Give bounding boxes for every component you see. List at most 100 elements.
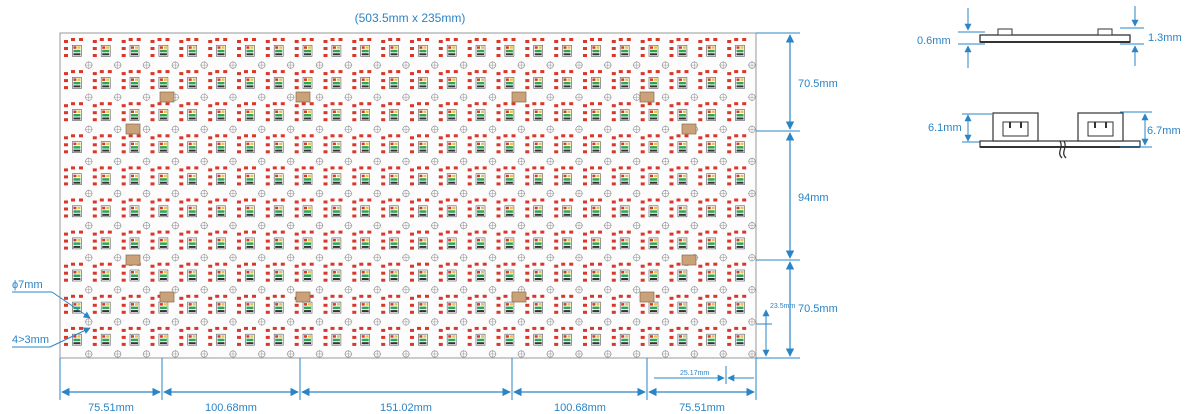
panel-connector bbox=[295, 91, 311, 103]
led-pixel bbox=[237, 134, 266, 166]
led-pixel bbox=[467, 230, 497, 262]
led-pixel bbox=[467, 262, 497, 294]
led-pixel bbox=[265, 262, 295, 294]
hole-diameter-label: ϕ7mm bbox=[12, 279, 43, 291]
led-pixel bbox=[583, 294, 612, 326]
led-pixel bbox=[237, 198, 266, 230]
led-pixel bbox=[438, 230, 468, 262]
led-pixel bbox=[669, 326, 699, 358]
led-pixel bbox=[64, 198, 93, 230]
panel-connector bbox=[125, 123, 141, 135]
led-pixel bbox=[237, 326, 266, 358]
led-pixel bbox=[410, 38, 439, 70]
led-pixel bbox=[352, 326, 382, 358]
led-pixel bbox=[496, 166, 526, 198]
led-pixel bbox=[64, 294, 93, 326]
led-pixel bbox=[265, 198, 295, 230]
led-pixel bbox=[410, 198, 439, 230]
led-pixel bbox=[554, 134, 583, 166]
led-pixel bbox=[64, 70, 93, 102]
led-pixel bbox=[323, 198, 353, 230]
dim-bottom-3: 151.02mm bbox=[380, 402, 432, 414]
led-pixel bbox=[121, 102, 151, 134]
led-pixel bbox=[554, 294, 583, 326]
led-pixel bbox=[237, 230, 266, 262]
led-pixel bbox=[698, 70, 728, 102]
led-pixel bbox=[150, 326, 180, 358]
dim-pitch-horizontal: 25.17mm bbox=[680, 370, 709, 377]
led-pixel bbox=[237, 166, 266, 198]
led-pixel bbox=[467, 166, 497, 198]
led-pixel bbox=[265, 294, 295, 326]
led-pixel bbox=[323, 262, 353, 294]
led-pixel bbox=[410, 166, 439, 198]
led-pixel bbox=[525, 134, 555, 166]
led-pixel bbox=[208, 198, 237, 230]
led-pixel bbox=[525, 70, 555, 102]
led-pixel bbox=[179, 102, 209, 134]
led-pixel bbox=[352, 262, 382, 294]
led-pixel bbox=[525, 38, 555, 70]
led-pixel bbox=[640, 134, 670, 166]
led-pixel bbox=[64, 166, 93, 198]
led-pixel bbox=[640, 326, 670, 358]
led-pixel bbox=[727, 294, 756, 326]
dim-right-bottom: 70.5mm bbox=[798, 303, 838, 315]
led-pixel bbox=[467, 134, 497, 166]
led-pixel bbox=[92, 166, 122, 198]
led-pixel bbox=[583, 230, 612, 262]
led-pixel bbox=[438, 38, 468, 70]
led-pixel bbox=[352, 134, 382, 166]
led-pixel bbox=[669, 70, 699, 102]
panel-connector bbox=[295, 291, 311, 303]
led-pixel bbox=[525, 262, 555, 294]
led-pixel bbox=[381, 294, 410, 326]
led-pixel bbox=[208, 326, 237, 358]
hole-callout-arrow bbox=[51, 291, 91, 319]
led-pixel bbox=[525, 198, 555, 230]
led-pixel bbox=[496, 326, 526, 358]
led-pixel bbox=[150, 70, 180, 102]
led-pixel bbox=[381, 134, 410, 166]
led-pixel bbox=[438, 166, 468, 198]
led-pixel bbox=[64, 262, 93, 294]
led-pixel bbox=[640, 38, 670, 70]
led-pixel bbox=[727, 102, 756, 134]
led-pixel bbox=[727, 166, 756, 198]
led-pixel bbox=[64, 230, 93, 262]
led-pixel bbox=[352, 70, 382, 102]
led-pixel bbox=[583, 102, 612, 134]
led-pixel bbox=[208, 230, 237, 262]
led-pixel bbox=[323, 326, 353, 358]
led-pixel bbox=[237, 262, 266, 294]
side-view-thickness: 0.6mm 1.3mm bbox=[917, 6, 1182, 68]
led-pixel bbox=[237, 294, 266, 326]
led-pixel bbox=[294, 326, 324, 358]
led-pixel bbox=[121, 70, 151, 102]
led-pixel bbox=[179, 70, 209, 102]
led-pixel bbox=[727, 70, 756, 102]
led-pixel bbox=[669, 230, 699, 262]
led-pixel bbox=[323, 70, 353, 102]
connector-height-right-label: 6.7mm bbox=[1147, 125, 1181, 137]
led-pixel bbox=[121, 166, 151, 198]
led-pixel bbox=[698, 326, 728, 358]
connector-height-left-label: 6.1mm bbox=[928, 122, 962, 134]
slot-callout-arrow bbox=[49, 327, 91, 348]
component-bump-left bbox=[997, 28, 1013, 36]
side-view-connector: 6.1mm 6.7mm bbox=[928, 111, 1181, 159]
led-pixel bbox=[410, 294, 439, 326]
led-pixel bbox=[554, 166, 583, 198]
panel-connector bbox=[681, 254, 697, 266]
led-pixel bbox=[611, 38, 641, 70]
led-pixel bbox=[121, 230, 151, 262]
led-pixel bbox=[208, 262, 237, 294]
led-pixel bbox=[640, 102, 670, 134]
thickness-right-label: 1.3mm bbox=[1148, 32, 1182, 44]
led-pixel bbox=[698, 230, 728, 262]
led-pixel bbox=[294, 198, 324, 230]
led-pixel bbox=[179, 326, 209, 358]
led-pixel bbox=[727, 198, 756, 230]
led-pixel bbox=[92, 198, 122, 230]
led-pixel bbox=[265, 102, 295, 134]
